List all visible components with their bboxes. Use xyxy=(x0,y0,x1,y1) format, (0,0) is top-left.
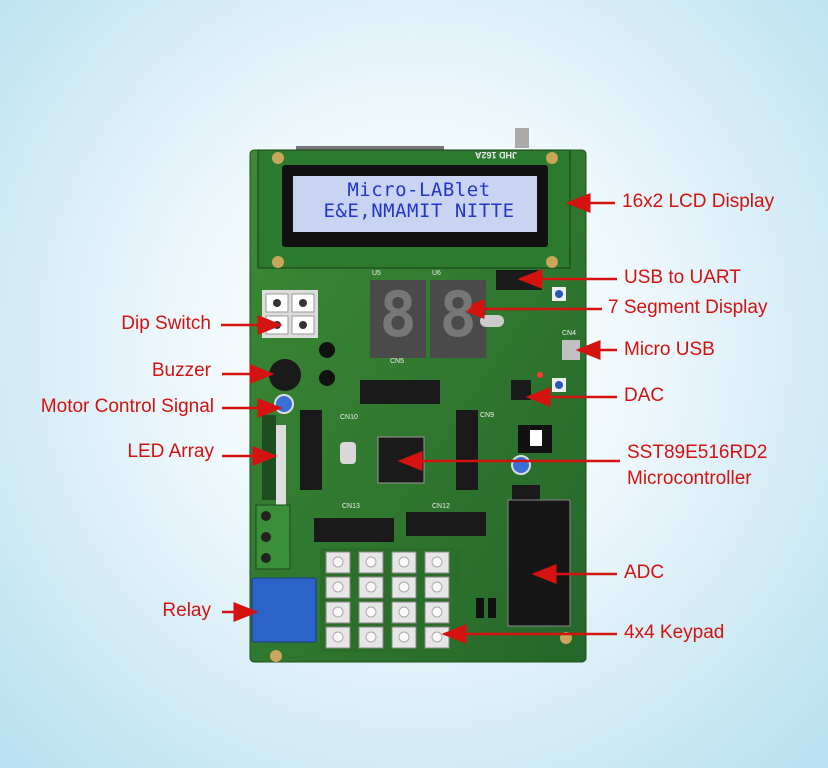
relay xyxy=(251,577,317,643)
keypad-key xyxy=(391,576,417,599)
keypad-4x4 xyxy=(320,548,460,652)
keypad-key xyxy=(325,551,351,574)
silk-cn10: CN10 xyxy=(340,414,358,421)
led-array xyxy=(262,415,286,505)
lcd-screen-text: Micro-LABlet E&E,NMAMIT NITTE xyxy=(296,180,542,222)
buzzer xyxy=(269,359,301,391)
lcd-model-label: JHD 162A xyxy=(475,150,518,160)
keypad-key xyxy=(424,626,450,649)
keypad-key xyxy=(358,601,384,624)
lcd-module xyxy=(257,149,571,269)
silk-cn5: CN5 xyxy=(390,358,405,365)
silk-cn12: CN12 xyxy=(432,503,450,510)
keypad-key xyxy=(424,551,450,574)
label-dip-switch: Dip Switch xyxy=(121,313,211,334)
keypad-key xyxy=(358,551,384,574)
potentiometer xyxy=(274,394,294,414)
adc-chip xyxy=(507,499,571,627)
keypad-key xyxy=(325,576,351,599)
silk-cn9: CN9 xyxy=(480,412,495,419)
silk-u6: U6 xyxy=(432,270,441,277)
lcd-line-2: E&E,NMAMIT NITTE xyxy=(323,200,515,222)
keypad-key xyxy=(391,551,417,574)
keypad-key xyxy=(424,576,450,599)
pin-headers xyxy=(300,380,540,542)
silk-cn13: CN13 xyxy=(342,503,360,510)
keypad-key xyxy=(391,601,417,624)
keypad-key xyxy=(358,576,384,599)
label-micro-usb: Micro USB xyxy=(624,339,715,360)
silk-u5: U5 xyxy=(372,270,381,277)
label-led-array: LED Array xyxy=(127,441,214,462)
keypad-key xyxy=(358,626,384,649)
lcd-line-1: Micro-LABlet xyxy=(347,179,491,201)
label-mcu: SST89E516RD2 xyxy=(627,442,768,463)
label-7-segment: 7 Segment Display xyxy=(608,297,768,318)
micro-usb-port xyxy=(562,340,580,360)
seven-seg-digit-1: 8 xyxy=(379,278,417,351)
label-usb-to-uart: USB to UART xyxy=(624,267,741,288)
dip-switch xyxy=(262,290,318,338)
silk-cn4: CN4 xyxy=(562,330,577,337)
label-dac: DAC xyxy=(624,385,665,406)
keypad-key xyxy=(424,601,450,624)
label-relay: Relay xyxy=(162,600,211,621)
label-lcd-display: 16x2 LCD Display xyxy=(622,191,775,212)
keypad-key xyxy=(325,601,351,624)
label-keypad: 4x4 Keypad xyxy=(624,622,725,643)
keypad-key xyxy=(391,626,417,649)
label-adc: ADC xyxy=(624,562,665,583)
terminal-blocks xyxy=(255,504,291,570)
label-mcu-sub: Microcontroller xyxy=(627,468,752,489)
label-buzzer: Buzzer xyxy=(151,360,211,381)
seven-seg-digit-2: 8 xyxy=(439,278,477,351)
keypad-key xyxy=(325,626,351,649)
seven-segment-display xyxy=(370,280,486,358)
label-motor-control: Motor Control Signal xyxy=(40,396,214,417)
